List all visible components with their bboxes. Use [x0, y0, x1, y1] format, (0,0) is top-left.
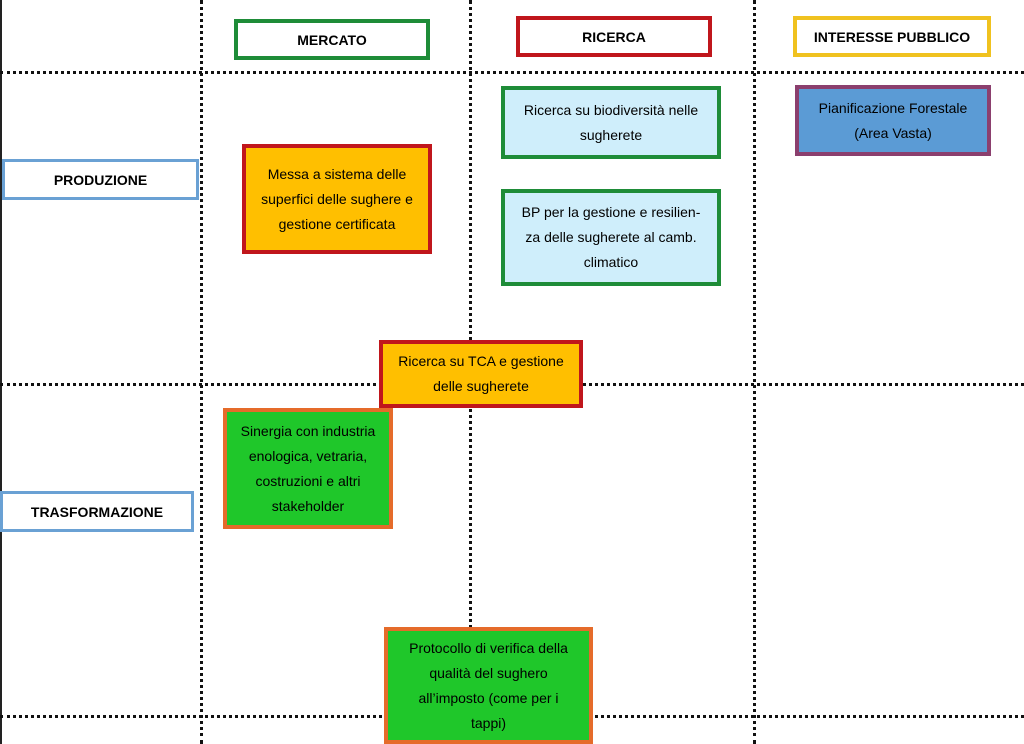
box-tca: Ricerca su TCA e gestione delle sugheret… [379, 340, 583, 408]
box-protocollo-line-3: all’imposto (come per i [418, 689, 559, 706]
box-bp-gestione-line-3: climatico [583, 254, 639, 270]
box-sistema-sughere-line-1: Messa a sistema delle [267, 165, 407, 182]
row-divider-header [0, 71, 1024, 74]
box-tca-line-2: delle sugherete [433, 378, 529, 394]
box-biodiversita-line-2: sugherete [579, 126, 643, 143]
box-pianificazione-line-1: Pianificazione Forestale [818, 99, 968, 116]
column-divider-3 [753, 0, 756, 744]
box-biodiversita-line-1: Ricerca su biodiversità nelle [523, 101, 699, 118]
box-sistema-sughere-line-3: gestione certificata [278, 215, 396, 232]
box-sinergia-line-1: Sinergia con industria [240, 422, 376, 439]
left-border [0, 0, 2, 744]
box-protocollo-line-2: qualità del sughero [429, 664, 548, 681]
box-pianificazione: Pianificazione Forestale (Area Vasta) [795, 85, 991, 156]
column-header-interesse-pubblico: INTERESSE PUBBLICO [793, 16, 991, 57]
box-pianificazione-line-2: (Area Vasta) [854, 124, 932, 141]
box-bp-gestione: BP per la gestione e resilien- za delle … [501, 189, 721, 286]
box-bp-gestione-line-2: za delle sugherete al camb. [525, 229, 697, 245]
box-bp-gestione-line-1: BP per la gestione e resilien- [521, 204, 701, 220]
row-header-produzione: PRODUZIONE [2, 159, 199, 200]
column-header-ricerca: RICERCA [516, 16, 712, 57]
box-sistema-sughere: Messa a sistema delle superfici delle su… [242, 144, 432, 254]
column-header-mercato: MERCATO [234, 19, 430, 60]
box-protocollo-line-1: Protocollo di verifica della [409, 639, 568, 656]
box-tca-line-1: Ricerca su TCA e gestione [398, 353, 564, 369]
box-protocollo: Protocollo di verifica della qualità del… [384, 627, 593, 744]
box-sinergia-line-3: costruzioni e altri [255, 472, 361, 489]
box-sinergia-line-2: enologica, vetraria, [248, 447, 368, 464]
box-sinergia-line-4: stakeholder [271, 497, 345, 514]
box-sinergia: Sinergia con industria enologica, vetrar… [223, 408, 393, 529]
row-header-trasformazione: TRASFORMAZIONE [0, 491, 194, 532]
box-sistema-sughere-line-2: superfici delle sughere e [261, 190, 413, 207]
box-biodiversita: Ricerca su biodiversità nelle sugherete [501, 86, 721, 159]
column-divider-1 [200, 0, 203, 744]
box-protocollo-line-4: tappi) [470, 714, 507, 731]
